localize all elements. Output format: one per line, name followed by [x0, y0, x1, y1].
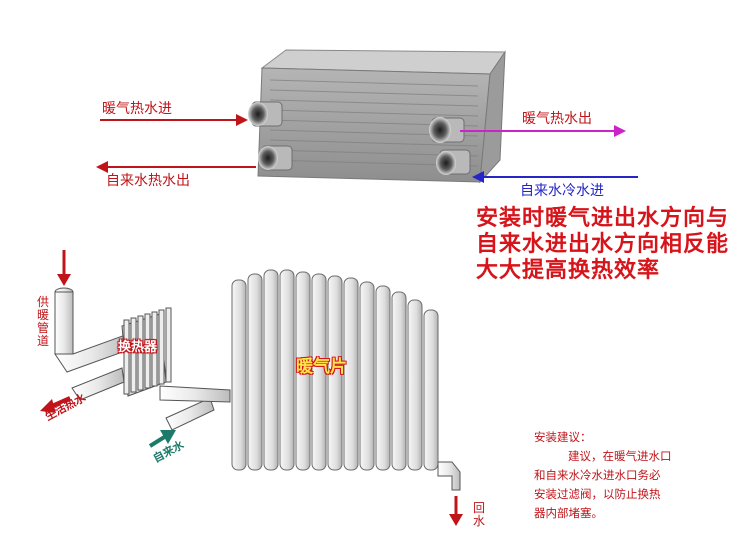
port-tap-out — [258, 145, 293, 171]
advice-line-2: 和自来水冷水进水口务必 — [534, 468, 661, 482]
label-heating-hot-out: 暖气热水出 — [522, 111, 592, 127]
label-supply-pipe: 供暖管道 — [36, 295, 49, 348]
advice-title: 安装建议： — [534, 430, 592, 444]
supply-pipe — [54, 287, 129, 373]
port-heating-in — [248, 101, 283, 127]
port-tap-in — [436, 149, 471, 175]
label-radiator: 暖气片 — [296, 357, 347, 377]
port-heating-out — [429, 117, 465, 143]
label-return-water: 回水 — [472, 501, 485, 528]
exchanger-unit — [121, 307, 172, 397]
arrow-hot-water-out — [40, 396, 71, 413]
label-tap-hot-out: 自来水热水出 — [106, 173, 190, 189]
return-pipe — [437, 461, 461, 491]
install-advice: 安装建议： 建议，在暖气进水口 和自来水冷水进水口务必 安装过滤阀，以防止换热 … — [534, 428, 734, 523]
arrow-tap-water-in — [148, 430, 176, 448]
advice-line-1: 建议，在暖气进水口 — [568, 449, 672, 463]
headline-line-2: 自来水进出水方向相反能 — [476, 232, 730, 257]
label-tap-cold-in: 自来水冷水进 — [520, 183, 604, 199]
installation-diagram — [40, 250, 463, 526]
label-heat-exchanger: 换热器 — [118, 340, 158, 355]
arrow-tap-out — [96, 161, 256, 173]
arrow-heating-out — [460, 125, 626, 137]
headline-line-1: 安装时暖气进出水方向与 — [476, 206, 730, 231]
advice-line-3: 安装过滤阀，以防止换热 — [534, 487, 661, 501]
tap-water-pipe — [165, 397, 215, 431]
return-pipe-link — [159, 385, 231, 403]
arrow-return-down — [449, 496, 463, 526]
radiator-body — [231, 269, 439, 471]
headline-line-3: 大大提高换热效率 — [476, 258, 661, 283]
arrow-supply-down — [57, 250, 71, 286]
arrow-tap-in — [472, 171, 638, 183]
label-heating-hot-in: 暖气热水进 — [102, 101, 172, 117]
arrow-heating-in — [100, 114, 248, 126]
exchanger-photo — [96, 49, 638, 184]
advice-line-4: 器内部堵塞。 — [534, 506, 603, 520]
